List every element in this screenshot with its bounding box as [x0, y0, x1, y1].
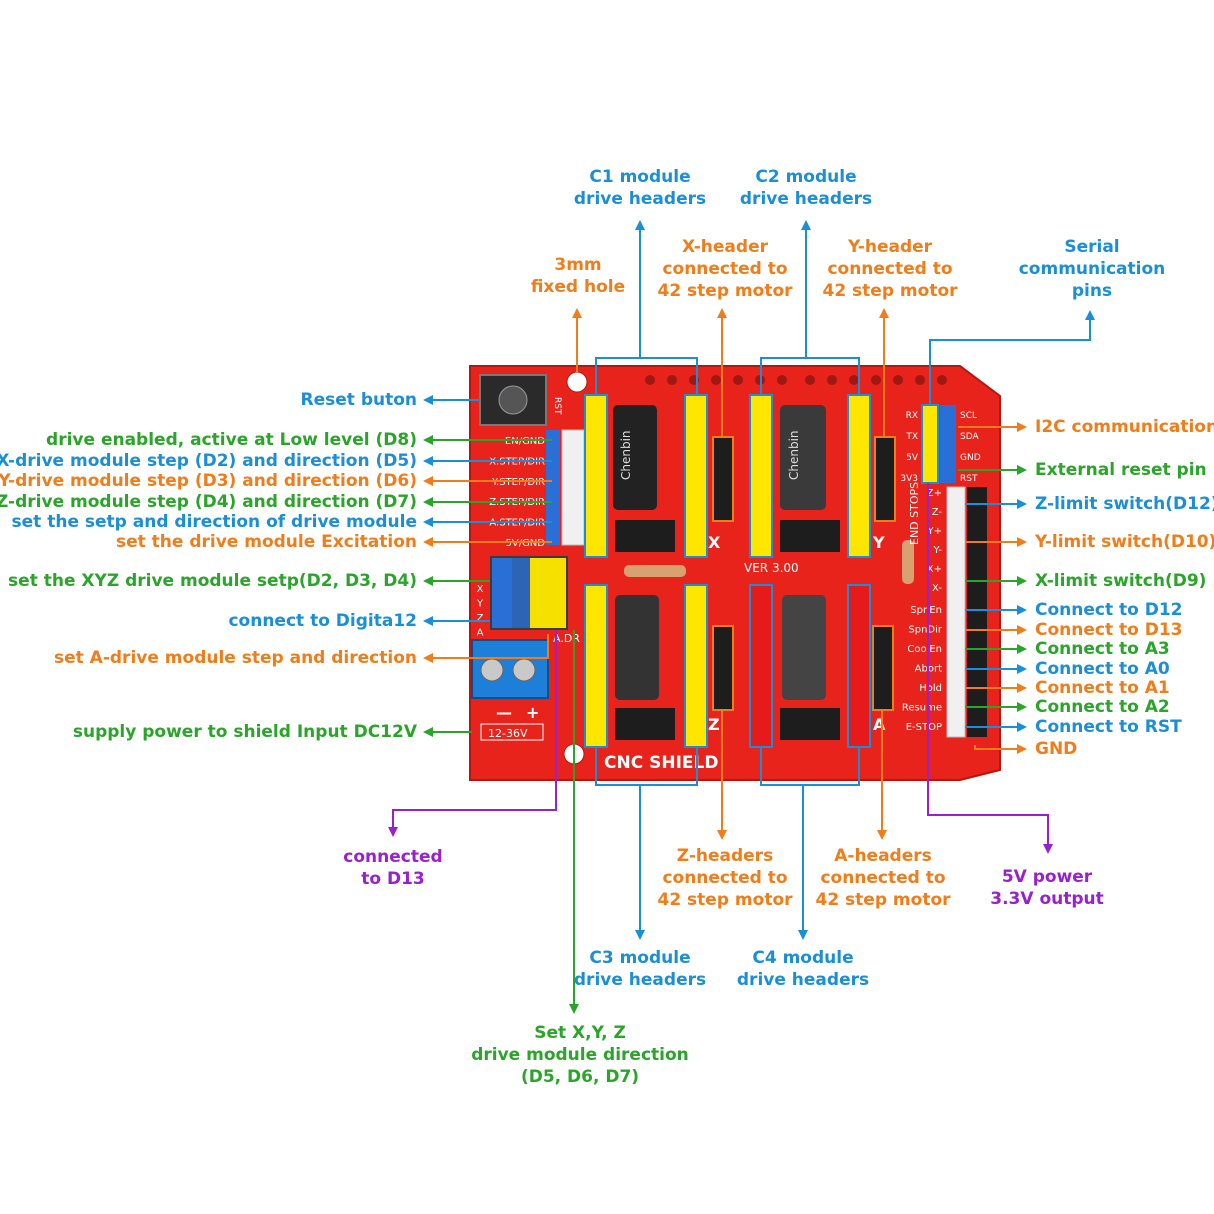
axis-letter-y: Y — [872, 533, 885, 552]
axis-pin-label-2: Z — [477, 613, 484, 624]
white-header-strip — [561, 429, 585, 546]
version-label: VER 3.00 — [744, 561, 799, 575]
left-pin-label-4: A.STEP/DIR — [489, 518, 545, 529]
ctrl-pin-label-2: CoolEn — [907, 644, 942, 655]
label-y-header: Y-header connected to 42 step motor — [822, 237, 958, 301]
label-z-header: Z-headers connected to 42 step motor — [657, 846, 793, 910]
power-plus: + — [526, 703, 539, 722]
pcb-board: RST EN/GNDX.STEP/DIRY.STEP/DIRZ.STEP/DIR… — [469, 365, 1001, 781]
resistor-right — [902, 540, 914, 584]
label-power-input: supply power to shield Input DC12V — [72, 722, 417, 742]
label-xyz-setp: set the XYZ drive module setp(D2, D3, D4… — [8, 571, 417, 591]
label-c1-header: C1 module drive headers — [573, 167, 707, 209]
ctrl-pin-label-4: Hold — [919, 683, 942, 694]
axis-letter-x: X — [708, 533, 721, 552]
power-minus: — — [496, 703, 512, 722]
label-c2-header: C2 module drive headers — [739, 167, 873, 209]
axis-letter-a: A — [873, 715, 886, 734]
motor-header-a — [872, 625, 894, 711]
label-z-limit: Z-limit switch(D12) — [1035, 494, 1214, 514]
power-terminal: — + 12-36V — [471, 639, 549, 741]
label-to-a0: Connect to A0 — [1035, 659, 1170, 679]
left-pin-label-5: 5V/GND — [505, 538, 545, 549]
limit-pin-label-1: Z- — [932, 507, 943, 518]
end-stops-label: END STOPS — [908, 482, 921, 545]
limit-pin-label-0: Z+ — [927, 488, 942, 499]
i2c-pin-label-3: RST — [960, 474, 978, 484]
blue-pin-strip — [546, 430, 560, 545]
motor-header-z — [712, 625, 734, 711]
label-x-limit: X-limit switch(D9) — [1035, 571, 1207, 591]
ctrl-pin-label-6: E-STOP — [906, 722, 942, 733]
serial-pin-label-2: 5V — [906, 453, 919, 463]
board-name: CNC SHIELD — [604, 753, 718, 773]
ctrl-pin-label-1: SpnDir — [908, 625, 943, 636]
label-gnd: GND — [1035, 739, 1078, 759]
driver-c3: Z — [584, 584, 720, 748]
i2c-pin-label-0: SCL — [960, 411, 977, 421]
label-to-rst: Connect to RST — [1035, 717, 1182, 737]
label-to-d12: Connect to D12 — [1035, 600, 1183, 620]
mounting-hole-top — [566, 371, 588, 393]
axis-pin-label-1: Y — [476, 599, 484, 610]
label-x-drive: set X-drive module step (D2) and directi… — [0, 451, 417, 471]
label-y-limit: Y-limit switch(D10) — [1035, 532, 1214, 552]
power-range: 12-36V — [488, 727, 528, 740]
left-pin-label-2: Y.STEP/DIR — [491, 477, 545, 488]
reset-button: RST — [479, 374, 562, 426]
adr-label: A.DR — [553, 632, 580, 645]
label-ext-reset: External reset pin — [1035, 460, 1207, 480]
label-xyz-direction: Set X,Y, Z drive module direction (D5, D… — [471, 1023, 689, 1087]
label-to-d13: Connect to D13 — [1035, 620, 1183, 640]
i2c-pin-label-2: GND — [960, 453, 981, 463]
resistor — [624, 565, 686, 577]
label-to-a1: Connect to A1 — [1035, 678, 1170, 698]
label-a-header: A-headers connected to 42 step motor — [815, 846, 951, 910]
left-pin-label-0: EN/GND — [505, 436, 545, 447]
axis-pin-label-0: X — [477, 584, 484, 595]
ctrl-pin-label-5: Resume — [902, 703, 942, 714]
label-to-a2: Connect to A2 — [1035, 697, 1170, 717]
rst-label: RST — [552, 397, 562, 415]
label-fixed-hole: 3mm fixed hole — [530, 255, 626, 297]
cap-brand-c1: Chenbin — [619, 430, 633, 480]
driver-c2: Chenbin Y VER 3.00 — [744, 394, 885, 575]
i2c-pin-label-1: SDA — [960, 432, 979, 442]
label-excitation: set the drive module Excitation — [115, 532, 417, 552]
serial-pin-label-3: 3V3 — [900, 474, 918, 484]
label-setp: set the setp and direction of drive modu… — [11, 512, 417, 532]
label-reset: Reset buton — [300, 390, 418, 410]
limit-pin-label-3: Y- — [932, 545, 942, 556]
label-c4-header: C4 module drive headers — [736, 948, 870, 990]
label-digita12: connect to Digita12 — [228, 611, 417, 631]
label-power-output: 5V power 3.3V output — [990, 867, 1104, 909]
motor-header-y — [874, 436, 896, 522]
leader-lines — [388, 220, 1095, 1014]
label-i2c: I2C communication — [1035, 417, 1214, 437]
limit-pin-label-4: X+ — [927, 564, 942, 575]
axis-letter-z: Z — [708, 715, 720, 734]
label-serial: Serial communication pins — [1018, 237, 1166, 301]
serial-pin-label-1: TX — [905, 432, 918, 442]
limit-pin-label-5: X- — [932, 583, 942, 594]
label-c3-header: C3 module drive headers — [573, 948, 707, 990]
axis-pin-label-3: A — [477, 628, 484, 639]
ctrl-pin-label-0: SpnEn — [910, 605, 942, 616]
label-z-drive: set Z-drive module step (D4) and directi… — [0, 492, 417, 512]
label-x-header: X-header connected to 42 step motor — [657, 237, 793, 301]
driver-c4: A — [749, 584, 886, 748]
label-a-drive: set A-drive module step and direction — [53, 648, 417, 668]
driver-c1: Chenbin X — [584, 394, 721, 558]
serial-i2c-block: RX TX 5V 3V3 SCL SDA GND RST — [900, 404, 981, 484]
cap-brand-c2: Chenbin — [787, 430, 801, 480]
limit-pin-label-2: Y+ — [927, 526, 943, 537]
label-d13: connected to D13 — [343, 847, 443, 889]
motor-header-x — [712, 436, 734, 522]
label-y-drive: set Y-drive module step (D3) and directi… — [0, 471, 417, 491]
label-enable: drive enabled, active at Low level (D8) — [46, 430, 417, 450]
label-to-a3: Connect to A3 — [1035, 639, 1170, 659]
serial-pin-label-0: RX — [906, 411, 918, 421]
